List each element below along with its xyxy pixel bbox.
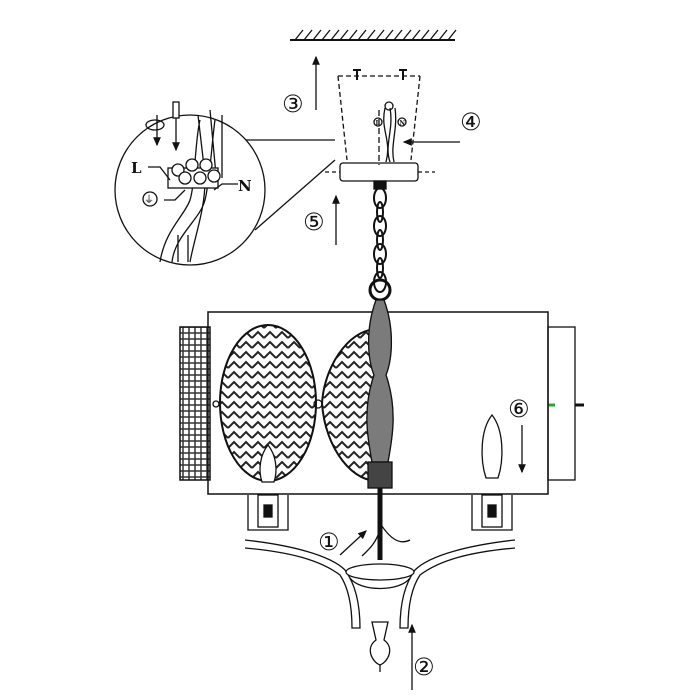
chandelier-arms bbox=[244, 539, 516, 629]
candle-right bbox=[471, 413, 513, 531]
candle-left bbox=[247, 443, 289, 531]
canopy-neutral-label: N bbox=[400, 120, 406, 127]
step-6-label: ⑥ bbox=[508, 395, 530, 423]
inset-neutral-label: N bbox=[238, 177, 252, 195]
step-5-label: ⑤ bbox=[303, 208, 325, 236]
step-2-label: ② bbox=[413, 653, 435, 681]
hatch-line bbox=[438, 29, 448, 41]
ceiling-hatch bbox=[290, 29, 457, 41]
chain-link bbox=[376, 229, 384, 251]
step-5: ⑤ bbox=[303, 194, 340, 245]
hatch-line bbox=[384, 29, 394, 41]
hatch-line bbox=[375, 29, 385, 41]
canopy-live-label: L bbox=[376, 120, 381, 127]
chain-link bbox=[376, 257, 384, 279]
chain bbox=[368, 180, 392, 302]
step-2: ② bbox=[408, 623, 435, 690]
chain-link bbox=[373, 243, 387, 265]
inset-live-label: L bbox=[131, 159, 142, 177]
step-6: ⑥ bbox=[508, 395, 530, 474]
hatch-line bbox=[321, 29, 331, 41]
step-4-label: ④ bbox=[460, 108, 482, 136]
step-4: ④ bbox=[402, 108, 482, 146]
chain-link bbox=[373, 187, 387, 209]
screwdriver-icon bbox=[172, 101, 180, 152]
hatch-line bbox=[330, 29, 340, 41]
bottom-finial bbox=[369, 621, 391, 672]
earth-symbol: ⏚ bbox=[144, 194, 154, 206]
hatch-line bbox=[447, 29, 457, 41]
wiring-inset: L N ⏚ bbox=[114, 101, 336, 266]
hatch-line bbox=[393, 29, 403, 41]
hatch-line bbox=[366, 29, 376, 41]
hatch-line bbox=[339, 29, 349, 41]
step-1-label: ① bbox=[318, 528, 340, 556]
hatch-line bbox=[348, 29, 358, 41]
hatch-line bbox=[429, 29, 439, 41]
hatch-line bbox=[303, 29, 313, 41]
hatch-line bbox=[312, 29, 322, 41]
hatch-line bbox=[357, 29, 367, 41]
hatch-line bbox=[294, 29, 304, 41]
center-column bbox=[361, 299, 411, 560]
hatch-line bbox=[420, 29, 430, 41]
hatch-line bbox=[402, 29, 412, 41]
rotate-icon bbox=[145, 115, 165, 147]
step-1: ① bbox=[318, 528, 367, 556]
hatch-line bbox=[411, 29, 421, 41]
terminal-block bbox=[167, 158, 221, 189]
chain-link bbox=[376, 201, 384, 223]
step-3: ③ bbox=[282, 55, 320, 118]
chain-link bbox=[373, 215, 387, 237]
lamp-shade bbox=[179, 311, 584, 495]
step-3-label: ③ bbox=[282, 90, 304, 118]
canopy: L N bbox=[325, 69, 435, 182]
